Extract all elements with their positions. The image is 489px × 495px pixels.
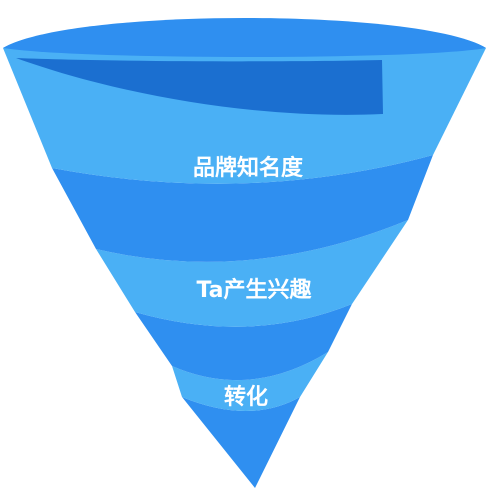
stage-band-conversion bbox=[172, 352, 328, 411]
funnel-mouth-rim bbox=[3, 18, 486, 57]
stage-label-conversion: 转化 bbox=[224, 384, 268, 410]
funnel-mouth-inner bbox=[16, 58, 383, 115]
stage-band-interest bbox=[96, 220, 408, 327]
funnel-tip bbox=[182, 397, 300, 488]
stage-label-awareness: 品牌知名度 bbox=[193, 155, 304, 181]
funnel-band-dark-1 bbox=[52, 155, 433, 262]
stage-label-interest: Ta产生兴趣 bbox=[196, 277, 311, 303]
funnel-band-dark-2 bbox=[135, 304, 352, 381]
